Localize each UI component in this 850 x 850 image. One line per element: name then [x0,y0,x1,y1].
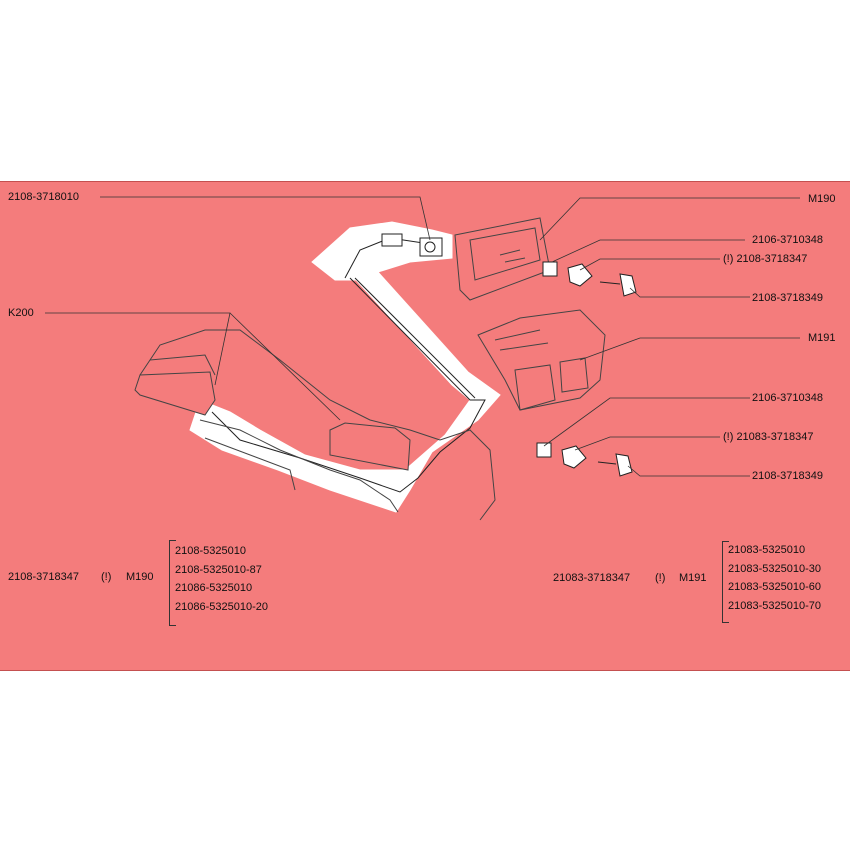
label-m191: M191 [808,332,836,344]
app-right-mark: (!) [655,572,666,584]
harness-wire [344,237,431,279]
harness-wire [354,277,476,399]
leader-line [543,397,750,447]
label-k200: K200 [8,307,34,319]
bracket-right [722,541,729,623]
car-body-outline [139,329,441,441]
leader-line [627,465,750,477]
car-body-outline [439,429,496,521]
app-left-models: 2108-5325010 2108-5325010-87 21086-53250… [169,542,268,616]
leader-line [539,197,800,241]
leader-line [100,196,431,241]
label-m190: M190 [808,193,836,205]
label-socket-upper: 2106-3710348 [752,234,823,246]
car-body-outline [204,437,296,491]
model-item: 21083-5325010-30 [728,562,821,575]
label-holder-upper: (!) 2108-3718347 [723,253,808,265]
diagram-panel [0,181,850,671]
holder-upper [567,263,593,287]
model-item: 2108-5325010-87 [175,563,262,576]
app-right-models: 21083-5325010 21083-5325010-30 21083-532… [722,541,821,615]
leader-line [579,337,800,361]
label-socket-lower: 2106-3710348 [752,392,823,404]
label-lamp-lower: 2108-3718349 [752,470,823,482]
car-body-outline [149,354,216,376]
harness-plug [419,237,443,257]
model-item: 2108-5325010 [175,545,246,557]
car-body-outline [199,419,399,513]
harness-wire [211,277,486,493]
app-left-variant: M190 [126,571,154,583]
bracket-left [169,540,176,626]
tail-lamp [329,422,411,471]
model-item: 21083-5325010-70 [728,599,821,612]
harness-highlight [189,221,501,513]
app-right-part: 21083-3718347 [553,572,631,584]
app-left-part: 2108-3718347 [8,571,79,583]
dashboard-lower [477,309,606,411]
model-item: 21086-5325010 [175,582,253,594]
app-right-variant: M191 [679,572,707,584]
label-lamp-upper: 2108-3718349 [752,292,823,304]
leader-line [574,436,720,451]
lamp-upper [599,273,637,297]
leader-line [629,287,750,298]
harness-plug [381,233,403,247]
socket-upper [542,261,558,277]
label-holder-lower: (!) 21083-3718347 [723,431,814,443]
lamp-lower [597,453,633,477]
model-item: 21086-5325010-20 [175,600,268,613]
dashboard-upper [469,227,541,281]
car-body-outline [134,371,216,416]
socket-lower [536,442,552,458]
label-main-harness: 2108-3718010 [8,191,79,203]
leader-line [551,239,745,263]
leader-line [579,258,720,271]
model-item: 21083-5325010-60 [728,581,821,593]
holder-lower [561,445,587,469]
app-left-mark: (!) [101,571,112,583]
model-item: 21083-5325010 [728,544,806,556]
leader-line [229,312,341,421]
